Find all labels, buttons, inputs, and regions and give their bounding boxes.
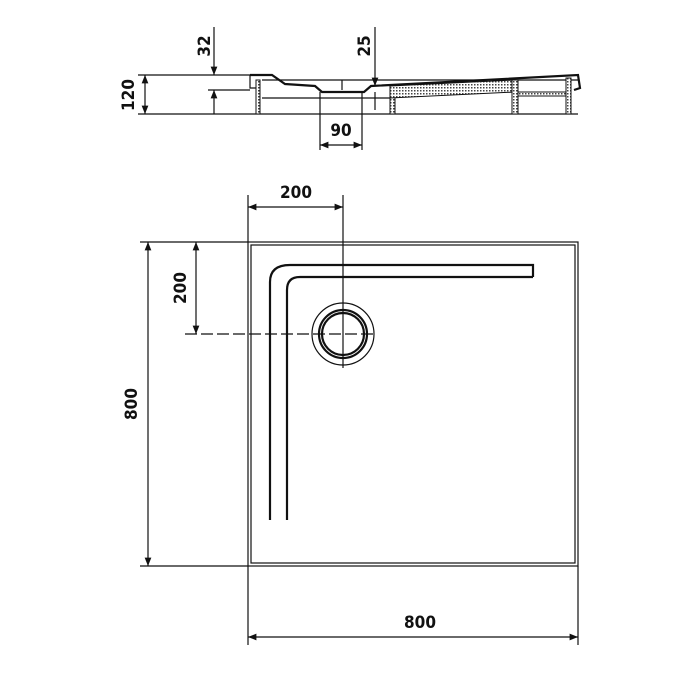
dim-drain-width-label: 90: [330, 121, 351, 141]
dim-width-label: 800: [404, 613, 436, 633]
plan-view: 200 200 800 800: [122, 183, 579, 645]
dim-rim-depth: 32: [195, 27, 250, 114]
tray-outline: [247, 241, 579, 567]
dim-drain-depth: 25: [355, 27, 379, 110]
dim-drain-offset-y-label: 200: [171, 272, 191, 304]
drain: [185, 195, 376, 368]
dim-depth-label: 800: [122, 388, 142, 420]
dim-width: 800: [247, 566, 579, 645]
dim-rim-depth-label: 32: [195, 35, 215, 56]
channel-inner: [285, 275, 533, 520]
dim-drain-offset-x: 200: [247, 183, 343, 242]
dim-drain-offset-x-label: 200: [280, 183, 312, 203]
dim-drain-width: 90: [319, 92, 363, 150]
dim-height: 120: [119, 75, 149, 114]
dim-drain-depth-label: 25: [355, 35, 375, 56]
section-view: 120 32 25 90: [119, 27, 582, 150]
dim-depth: 800: [122, 242, 248, 567]
dim-height-label: 120: [119, 79, 139, 111]
channel-outer: [268, 263, 535, 520]
dim-drain-offset-y: 200: [140, 241, 248, 334]
